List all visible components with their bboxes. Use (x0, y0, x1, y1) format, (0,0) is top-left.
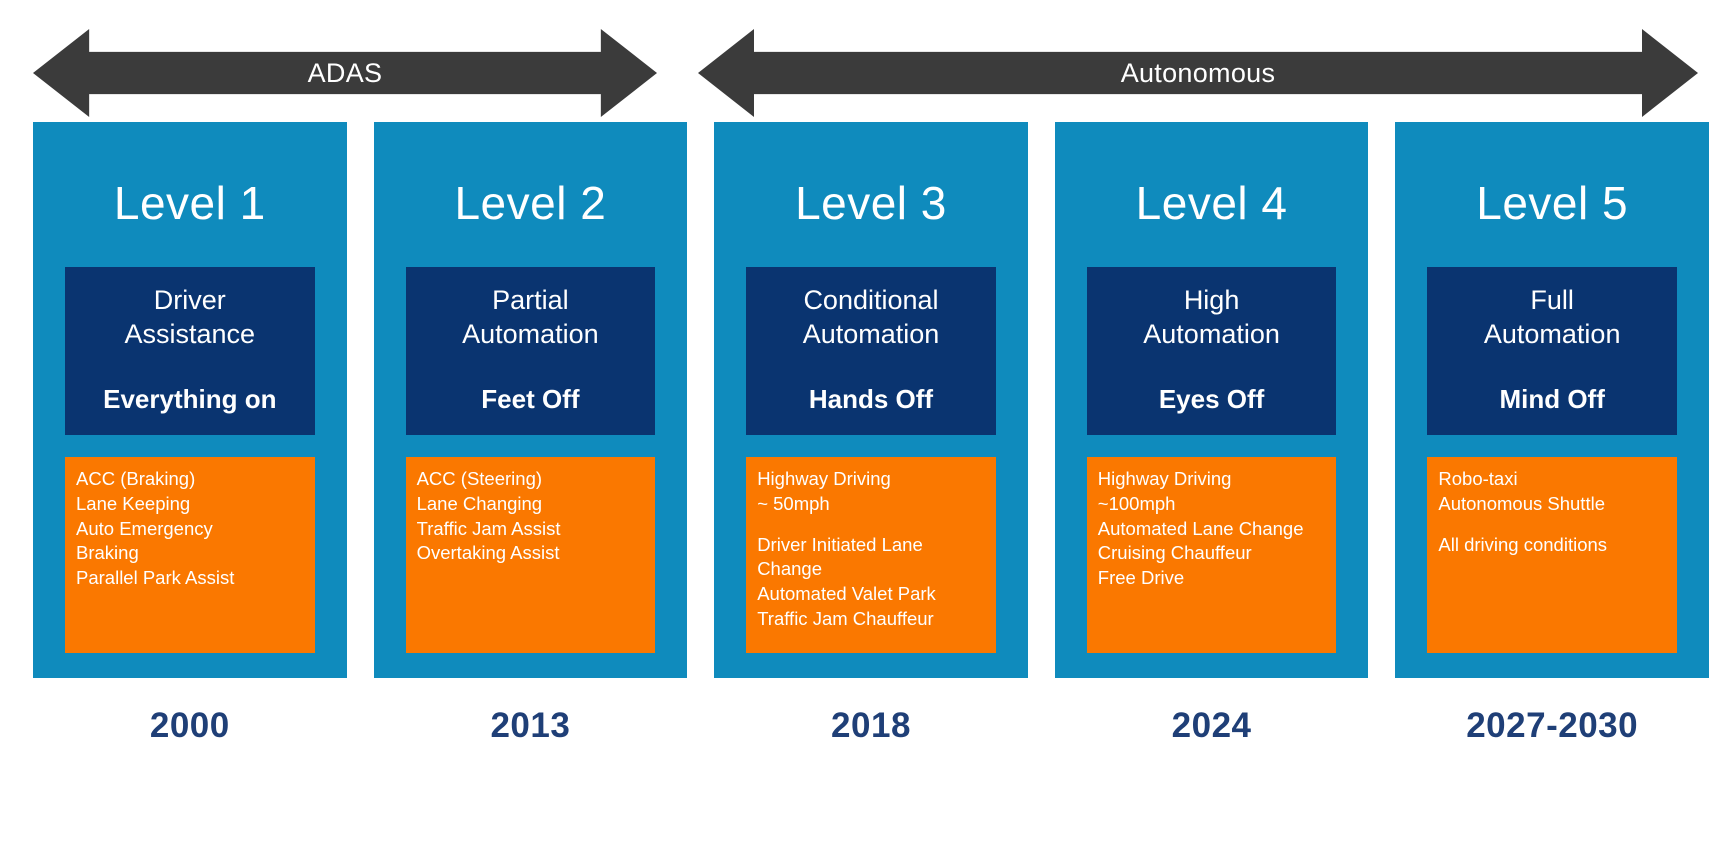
feature-group-primary: Highway Driving~ 50mph (757, 468, 891, 514)
year-label-level-5: 2027-2030 (1466, 706, 1639, 745)
level-title: Level 2 (454, 177, 607, 229)
year-label-level-4: 2024 (1171, 706, 1252, 745)
level-definition-tag: Mind Off (1499, 383, 1605, 414)
autonomous-arrow-label: Autonomous (1120, 57, 1276, 88)
level-definition-tag: Feet Off (481, 383, 580, 414)
year-label-level-2: 2013 (490, 706, 571, 745)
level-title: Level 4 (1135, 177, 1288, 229)
level-title: Level 5 (1476, 177, 1629, 229)
level-definition-tag: Everything on (103, 383, 277, 414)
year-row: 2000 2013 2018 2024 2027-2030 (33, 686, 1709, 766)
category-banner-row: ADAS Autonomous (0, 26, 1732, 120)
feature-group-secondary: All driving conditions (1438, 533, 1608, 555)
level-title: Level 1 (113, 177, 266, 229)
year-label-level-3: 2018 (831, 706, 911, 745)
adas-arrow-label: ADAS (307, 57, 383, 88)
level-definition-tag: Hands Off (808, 383, 934, 414)
level-features-box: Highway Driving~ 50mph Driver Initiated … (746, 457, 996, 653)
year-label-level-1: 2000 (149, 706, 230, 745)
autonomous-arrow: Autonomous (698, 29, 1698, 117)
level-definition-tag: Eyes Off (1158, 383, 1265, 414)
adas-arrow: ADAS (33, 29, 657, 117)
level-title: Level 3 (795, 177, 947, 229)
